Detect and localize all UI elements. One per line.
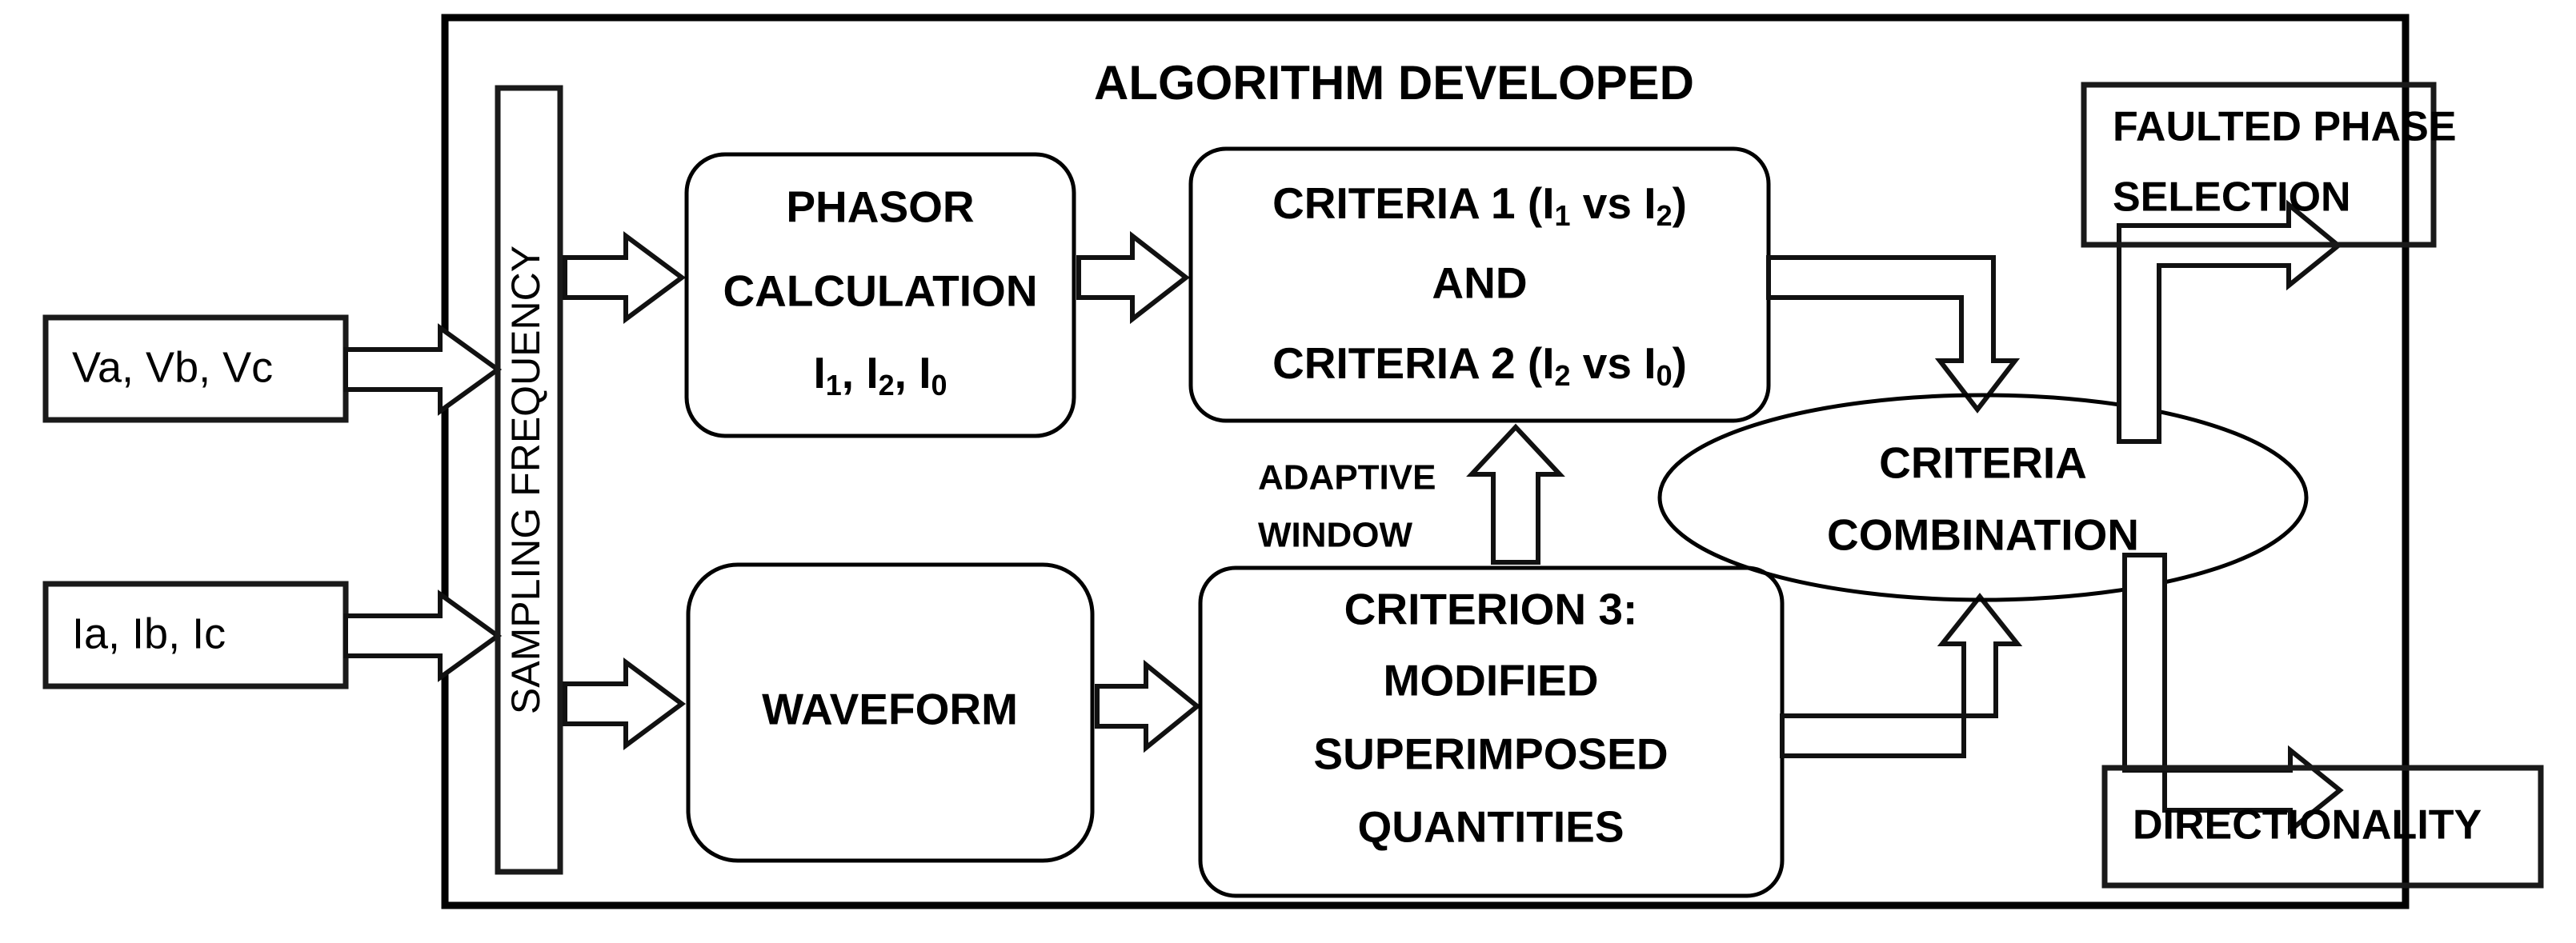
- criterion3-line-1: CRITERION 3:: [1344, 585, 1638, 634]
- criteria-line-2: AND: [1432, 258, 1527, 308]
- phasor-line-3: I1, I2, I0: [813, 348, 947, 402]
- connector-combination-to-faulted-phase: [2117, 199, 2342, 444]
- phasor-i0-sub: 0: [931, 369, 947, 402]
- arrow-sampling-to-waveform: [563, 657, 687, 750]
- criteria1-c: ): [1673, 178, 1687, 228]
- adaptive-window-line-2: WINDOW: [1258, 516, 1413, 555]
- phasor-i2-sub: 2: [879, 369, 895, 402]
- criterion3-line-3: SUPERIMPOSED: [1313, 729, 1668, 779]
- output-box-faulted-phase-selection: [2081, 82, 2437, 248]
- criteria2-b: vs I: [1571, 338, 1657, 388]
- adaptive-window-line-1: ADAPTIVE: [1258, 458, 1436, 497]
- sampling-frequency-bar: [495, 85, 563, 875]
- phasor-i1-sub: 1: [826, 369, 842, 402]
- criteria-combination-ellipse: [1657, 393, 2309, 602]
- phasor-i1: I: [813, 348, 825, 398]
- output-box-directionality: [2101, 765, 2544, 889]
- criteria2-sub1: 2: [1555, 359, 1571, 392]
- arrow-adaptive-window-up: [1466, 423, 1565, 565]
- sampling-frequency-label: SAMPLING FREQUENCY: [503, 246, 548, 714]
- input-label-current: Ia, Ib, Ic: [72, 609, 226, 657]
- criteria-line-1: CRITERIA 1 (I1 vs I2): [1272, 178, 1687, 232]
- waveform-box: [686, 562, 1095, 863]
- connector-combination-to-directionality: [2122, 553, 2344, 836]
- criteria2-c: ): [1673, 338, 1687, 388]
- connector-criteria-to-combination: [1766, 255, 2021, 414]
- phasor-calculation-box: [684, 152, 1076, 438]
- connector-criterion3-to-combination: [1780, 593, 2023, 758]
- page-title: ALGORITHM DEVELOPED: [1094, 56, 1694, 110]
- algorithm-frame: [441, 14, 2410, 909]
- criteria1-a: CRITERIA 1 (I: [1272, 178, 1554, 228]
- faulted-phase-line-1: FAULTED PHASE: [2113, 104, 2457, 150]
- criterion3-line-2: MODIFIED: [1384, 656, 1599, 705]
- faulted-phase-line-2: SELECTION: [2113, 174, 2351, 221]
- arrow-voltage-to-sampling: [343, 323, 503, 416]
- criteria1-sub2: 2: [1657, 199, 1673, 232]
- input-label-voltage: Va, Vb, Vc: [72, 343, 273, 391]
- arrow-sampling-to-phasor: [563, 231, 687, 324]
- arrow-waveform-to-criterion3: [1095, 659, 1201, 753]
- criteria2-sub2: 0: [1657, 359, 1673, 392]
- criteria1-sub1: 1: [1555, 199, 1571, 232]
- criteria-line-3: CRITERIA 2 (I2 vs I0): [1272, 338, 1687, 392]
- directionality-label: DIRECTIONALITY: [2133, 802, 2482, 849]
- phasor-sep1: , I: [842, 348, 879, 398]
- criteria1-b: vs I: [1571, 178, 1657, 228]
- combination-line-2: COMBINATION: [1827, 510, 2139, 560]
- arrow-phasor-to-criteria: [1076, 230, 1190, 325]
- phasor-line-1: PHASOR: [786, 182, 974, 232]
- criteria2-a: CRITERIA 2 (I: [1272, 338, 1554, 388]
- waveform-label: WAVEFORM: [762, 685, 1018, 734]
- phasor-line-2: CALCULATION: [723, 266, 1037, 316]
- arrow-current-to-sampling: [343, 589, 503, 682]
- combination-line-1: CRITERIA: [1879, 438, 2087, 488]
- criterion3-line-4: QUANTITIES: [1357, 802, 1624, 852]
- phasor-sep2: , I: [895, 348, 931, 398]
